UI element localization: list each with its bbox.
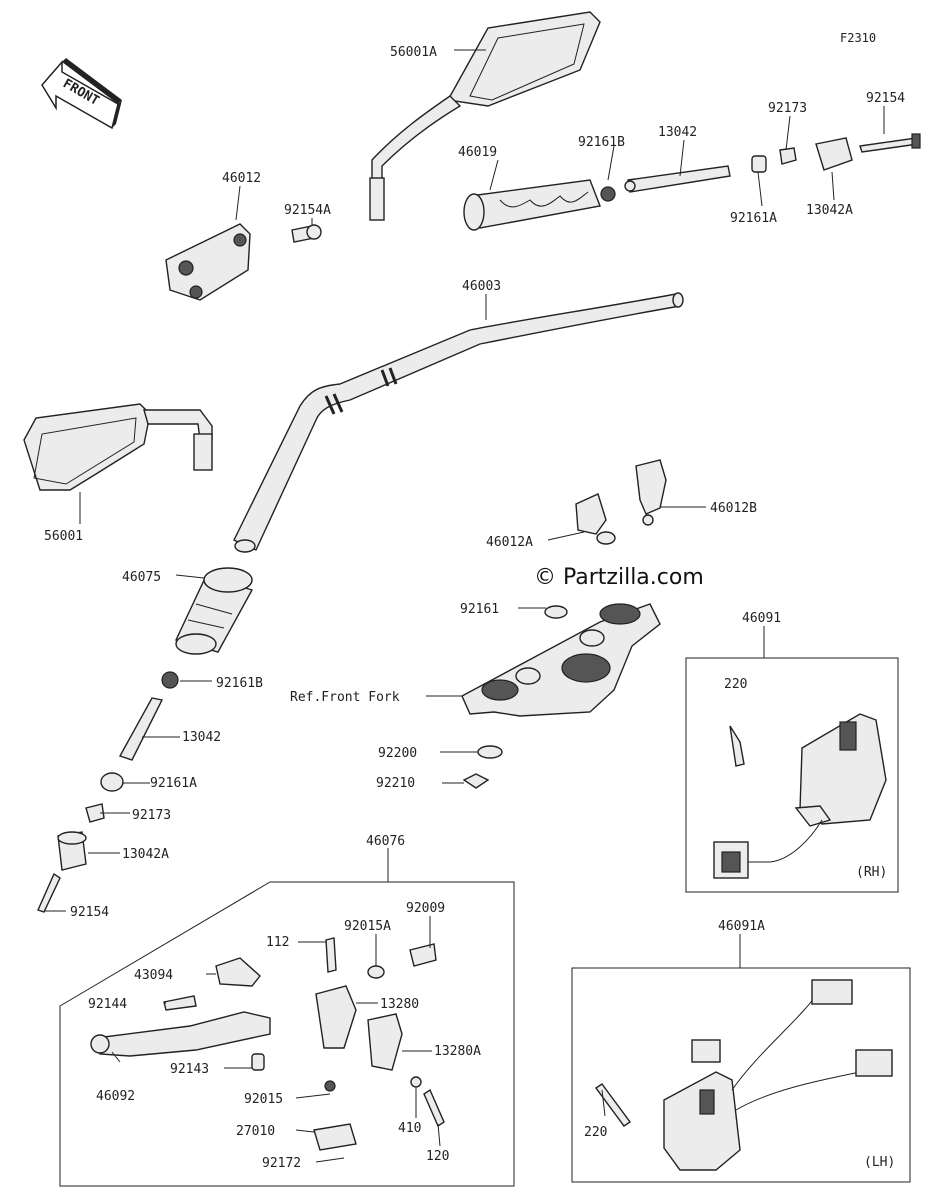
part-label-112: 112: [266, 935, 289, 950]
part-label-220b: 220: [584, 1125, 607, 1140]
part-label-92154: 92154: [866, 91, 905, 106]
part-label-46003: 46003: [462, 279, 501, 294]
part-label-13042: 13042: [658, 125, 697, 140]
part-label-46092: 46092: [96, 1089, 135, 1104]
switch-box-rh: [685, 657, 899, 893]
part-label-lh: (LH): [864, 1155, 895, 1170]
front-arrow: FRONT: [41, 58, 122, 130]
watermark: © Partzilla.com: [534, 565, 704, 590]
part-label-46019: 46019: [458, 145, 497, 160]
part-label-92161: 92161: [460, 602, 499, 617]
upper-triple-clamp: [461, 603, 661, 789]
clutch-lever-assembly: [59, 881, 515, 1187]
part-label-46012a: 46012A: [486, 535, 533, 550]
part-label-120: 120: [426, 1149, 449, 1164]
part-label-410: 410: [398, 1121, 421, 1136]
part-label-92144: 92144: [88, 997, 127, 1012]
part-label-92015: 92015: [244, 1092, 283, 1107]
part-label-92015a: 92015A: [344, 919, 391, 934]
bar-end-right: [624, 133, 921, 193]
ref-front-fork-label: Ref.Front Fork: [290, 690, 400, 705]
clamp-small: [575, 459, 667, 545]
mirror-left: [23, 403, 213, 491]
part-label-56001a: 56001A: [390, 45, 437, 60]
part-label-13280: 13280: [380, 997, 419, 1012]
handlebar: [233, 292, 684, 553]
part-label-13042b: 13042: [182, 730, 221, 745]
part-label-92154b: 92154: [70, 905, 109, 920]
leader-lines: [44, 49, 885, 1163]
part-label-46012: 46012: [222, 171, 261, 186]
part-label-43094: 43094: [134, 968, 173, 983]
part-label-92154a: 92154A: [284, 203, 331, 218]
part-label-92200: 92200: [378, 746, 417, 761]
part-label-92161b2: 92161B: [216, 676, 263, 691]
part-label-92143: 92143: [170, 1062, 209, 1077]
part-label-46076: 46076: [366, 834, 405, 849]
switch-box-lh: [571, 967, 911, 1183]
part-label-92161a: 92161A: [730, 211, 777, 226]
part-label-46091: 46091: [742, 611, 781, 626]
bar-end-left: [37, 697, 164, 913]
part-labels: 56001A 46019 92161B 13042 92173 92154 92161A 13…: [44, 45, 905, 1171]
part-label-92173b: 92173: [132, 808, 171, 823]
part-label-27010: 27010: [236, 1124, 275, 1139]
figure-code: F2310: [840, 31, 876, 45]
part-label-92161a2: 92161A: [150, 776, 197, 791]
part-label-13280a: 13280A: [434, 1044, 481, 1059]
part-label-46091a: 46091A: [718, 919, 765, 934]
part-label-92210: 92210: [376, 776, 415, 791]
part-label-13042a2: 13042A: [122, 847, 169, 862]
throttle-grip: [463, 179, 616, 231]
part-label-92009: 92009: [406, 901, 445, 916]
part-label-rh: (RH): [856, 865, 887, 880]
part-label-92172: 92172: [262, 1156, 301, 1171]
part-label-92173: 92173: [768, 101, 807, 116]
part-label-92161b: 92161B: [578, 135, 625, 150]
part-label-46075: 46075: [122, 570, 161, 585]
part-label-46012b: 46012B: [710, 501, 757, 516]
part-label-220: 220: [724, 677, 747, 692]
part-label-56001: 56001: [44, 529, 83, 544]
mirror-right: [369, 11, 601, 221]
handlebar-clamp-upper: [165, 223, 322, 301]
part-label-13042a: 13042A: [806, 203, 853, 218]
grip-left: [161, 567, 254, 689]
